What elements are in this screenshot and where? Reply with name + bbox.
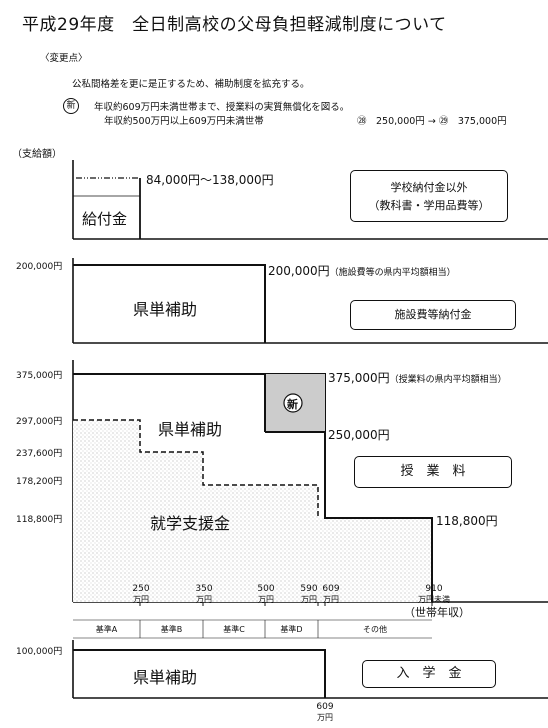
grant-category-box: 学校納付金以外 （教科書・学用品費等） [350,170,508,222]
facility-value-label: 200,000円（施設費等の県内平均額相当） [268,260,456,279]
x-tick-value: 609 [322,584,340,594]
detail-before: ㉘ 250,000円 [357,116,425,127]
panel-admission [72,640,548,699]
x-tick-label: 910 万円未満 [412,584,456,605]
x-tick-label: 609 万円 [314,702,336,723]
new-mark-label: 新 [287,398,298,411]
admission-category-label: 入 学 金 [396,666,462,681]
arrow-icon: → [427,116,436,127]
category-label: 基準C [223,625,245,634]
panel-tuition [72,360,548,639]
y-tick-label: 200,000円 [16,262,63,272]
y-tick-label: 237,600円 [16,449,63,459]
facility-category-label: 施設費等納付金 [394,308,472,321]
category-label: 基準D [280,625,303,634]
support-fund-line [73,419,319,518]
x-tick-value: 500 [257,584,275,594]
admission-area-outline [73,649,326,698]
new-policy-text: 年収約609万円未満世帯まで、授業料の実質無償化を図る。 [94,102,350,113]
x-axis-unit-label: （世帯年収） [404,606,470,619]
support-fund-label: 就学支援金 [150,514,231,533]
x-tick-unit: 万円 [133,595,149,604]
y-tick-label: 178,200円 [16,477,63,487]
x-tick-label: 609 万円 [320,584,342,605]
x-tick-label: 500 万円 [255,584,277,605]
detail-change: ㉘ 250,000円 → ㉙ 375,000円 [357,113,507,127]
prefecture-subsidy-label: 県単補助 [158,420,223,439]
new-mark-icon: 新 [63,98,79,114]
x-tick-label: 590 万円 [298,584,320,605]
admission-category-box: 入 学 金 [362,660,496,688]
category-label: その他 [363,625,387,634]
tuition-top-label: 375,000円（授業料の県内平均額相当） [328,367,507,386]
panel-facility [72,258,548,344]
tuition-category-label: 授 業 料 [400,464,466,479]
x-tick-value: 250 [132,584,150,594]
support-fund-area [73,420,432,602]
x-tick-unit: 万円 [317,713,333,722]
tuition-end-label: 118,800円 [436,514,498,528]
tuition-top-note: （授業料の県内平均額相当） [389,375,507,385]
x-tick-unit: 万円 [258,595,274,604]
x-tick-value: 910 [425,584,443,594]
x-tick-unit: 万円 [196,595,212,604]
y-tick-label: 297,000円 [16,417,63,427]
prefecture-total-line [73,373,433,602]
admission-name-label: 県単補助 [133,668,198,687]
intro-text: 公私間格差を更に是正するため、補助制度を拡充する。 [72,79,310,90]
detail-after: ㉙ 375,000円 [438,116,507,127]
x-tick-value: 350 [195,584,213,594]
tuition-category-box: 授 業 料 [354,456,512,488]
facility-value: 200,000円 [268,264,330,278]
y-axis-label: （支給額） [12,149,62,160]
category-label: 基準A [95,625,118,634]
facility-area-outline [73,264,266,343]
page-title: 平成29年度 全日制高校の父母負担軽減制度について [22,15,447,35]
x-tick-unit: 万円 [323,595,339,604]
detail-condition: 年収約500万円以上609万円未満世帯 [104,116,264,127]
y-tick-label: 375,000円 [16,371,63,381]
facility-category-box: 施設費等納付金 [350,300,516,330]
x-tick-unit: 万円未満 [418,595,450,604]
y-tick-label: 118,800円 [16,515,63,525]
panel-grant [72,160,548,240]
grant-label: 給付金 [82,210,128,228]
change-heading: 〈変更点〉 [40,53,88,64]
x-tick-value: 609 [316,702,334,712]
grant-category-line1: 学校納付金以外 [390,181,468,194]
y-tick-label: 100,000円 [16,647,63,657]
tuition-old-label: 250,000円 [328,428,390,442]
x-tick-unit: 万円 [301,595,317,604]
facility-value-note: （施設費等の県内平均額相当） [329,268,456,278]
tuition-top-value: 375,000円 [328,371,390,385]
new-mark-circle [283,393,303,413]
grant-category-line2: （教科書・学用品費等） [368,199,490,212]
x-tick-label: 350 万円 [193,584,215,605]
grant-range-label: 84,000円～138,000円 [146,173,274,187]
x-tick-label: 250 万円 [130,584,152,605]
facility-name-label: 県単補助 [133,300,198,319]
category-label: 基準B [160,625,183,634]
x-tick-value: 590 [300,584,318,594]
